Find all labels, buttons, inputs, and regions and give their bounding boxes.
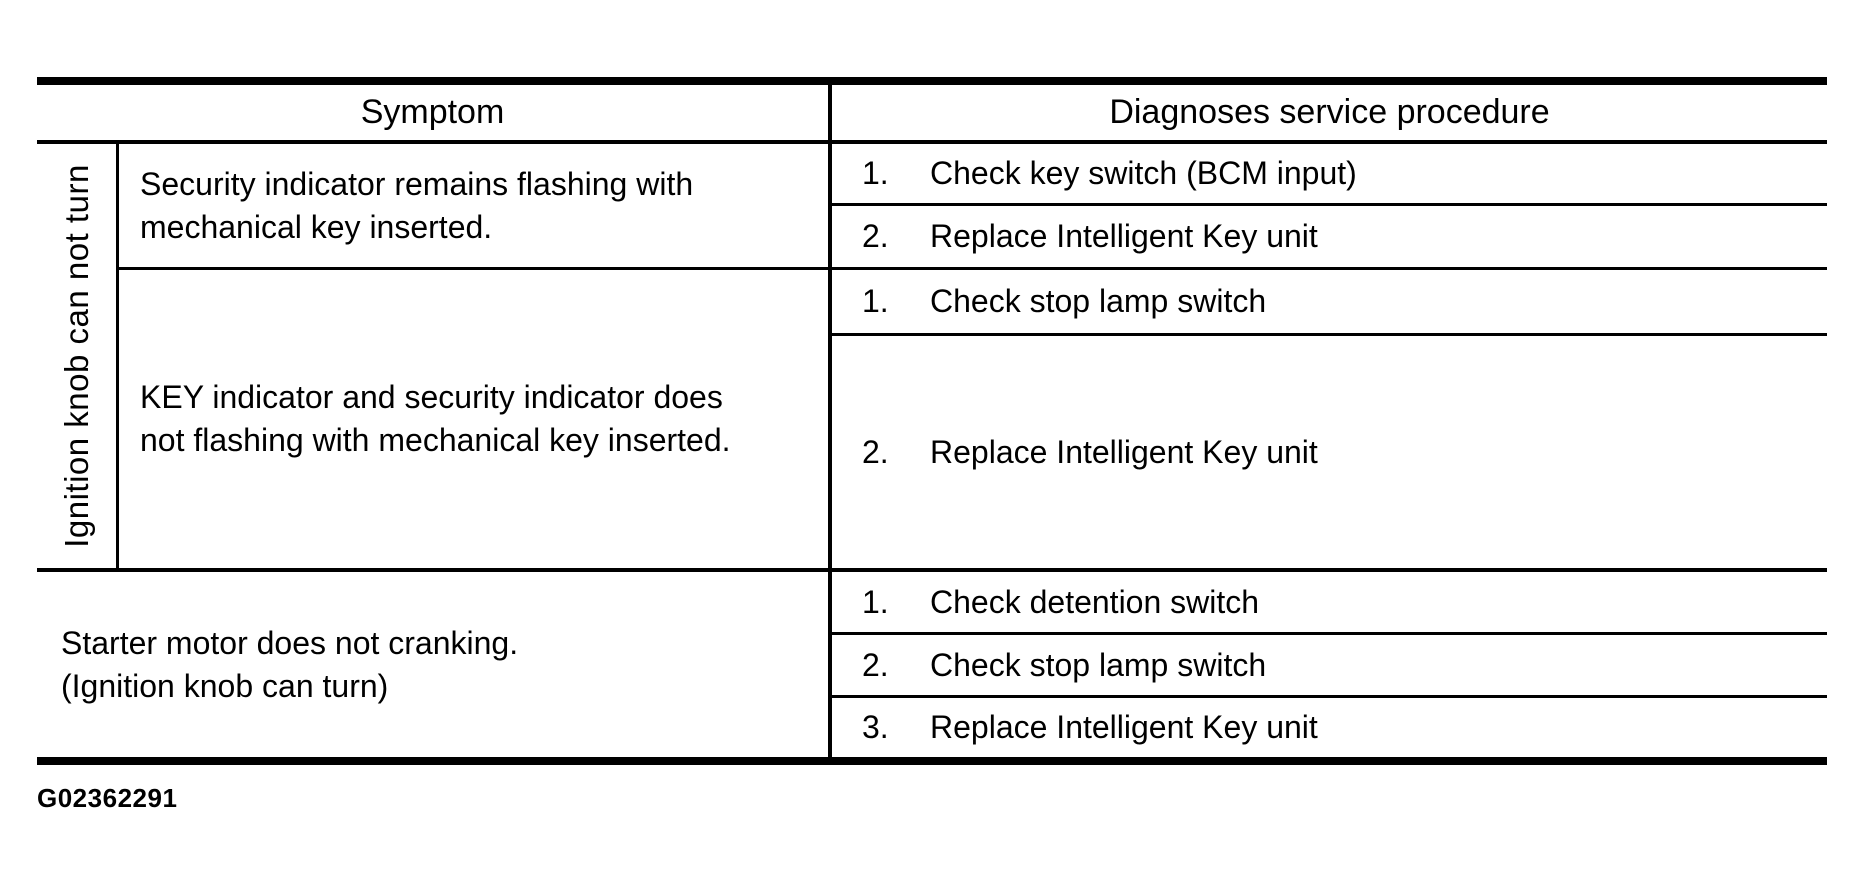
procedure-step-number: 1.: [862, 583, 889, 620]
procedure-row-divider-4: [832, 695, 1827, 698]
figure-id: G02362291: [37, 783, 178, 813]
procedure-row-divider-2: [832, 333, 1827, 336]
symptom-text-line: KEY indicator and security indicator doe…: [140, 379, 723, 415]
procedure-step-number: 1.: [862, 283, 889, 319]
procedure-row: 1. Check key switch (BCM input): [832, 144, 1827, 203]
group-divider-rule: [37, 568, 1827, 572]
procedure-row: 3. Replace Intelligent Key unit: [832, 698, 1827, 757]
procedure-step-text: Check detention switch: [930, 583, 1260, 620]
category-divider-rule: [116, 144, 119, 568]
procedure-step-number: 2.: [862, 218, 889, 254]
procedure-column-header: Diagnoses service procedure: [1109, 93, 1550, 131]
symptom-cell-security-indicator: Security indicator remains flashing with…: [119, 144, 828, 267]
symptom-text-line: Security indicator remains flashing with: [140, 165, 694, 202]
column-divider-rule: [828, 85, 832, 757]
symptom-text-line: not flashing with mechanical key inserte…: [140, 422, 731, 458]
symptom-category-label: Ignition knob can not turn: [57, 164, 95, 548]
symptom-text-line: mechanical key inserted.: [140, 208, 493, 245]
procedure-row: 2. Replace Intelligent Key unit: [832, 206, 1827, 267]
table-bottom-border: [37, 757, 1827, 765]
procedure-row: 2. Check stop lamp switch: [832, 635, 1827, 695]
symptom-cell-key-indicator: KEY indicator and security indicator doe…: [119, 270, 828, 568]
procedure-step-text: Replace Intelligent Key unit: [930, 709, 1318, 745]
symptom-text-line: Starter motor does not cranking.: [61, 624, 519, 661]
procedure-row: 2. Replace Intelligent Key unit: [832, 336, 1827, 568]
procedure-step-number: 3.: [862, 709, 889, 745]
procedure-step-text: Check key switch (BCM input): [930, 155, 1357, 191]
symptom-column-header: Symptom: [360, 93, 505, 131]
header-bottom-rule: [37, 140, 1827, 144]
procedure-step-text: Replace Intelligent Key unit: [930, 433, 1318, 470]
procedure-row-divider-1: [832, 203, 1827, 206]
procedure-step-number: 2.: [862, 433, 889, 470]
procedure-step-text: Check stop lamp switch: [930, 283, 1267, 319]
procedure-step-text: Replace Intelligent Key unit: [930, 218, 1318, 254]
procedure-step-text: Check stop lamp switch: [930, 646, 1267, 683]
table-top-border: [37, 77, 1827, 85]
procedure-step-number: 1.: [862, 155, 889, 191]
procedure-row: 1. Check stop lamp switch: [832, 270, 1827, 333]
procedure-row: 1. Check detention switch: [832, 572, 1827, 632]
symptom-cell-starter-motor: Starter motor does not cranking. (Igniti…: [37, 572, 828, 757]
symptom-text-line: (Ignition knob can turn): [61, 667, 389, 704]
procedure-row-divider-3: [832, 632, 1827, 635]
symptom-category-cell: Ignition knob can not turn: [37, 144, 116, 568]
symptom-row-divider: [119, 267, 1827, 270]
procedure-step-number: 2.: [862, 646, 889, 683]
